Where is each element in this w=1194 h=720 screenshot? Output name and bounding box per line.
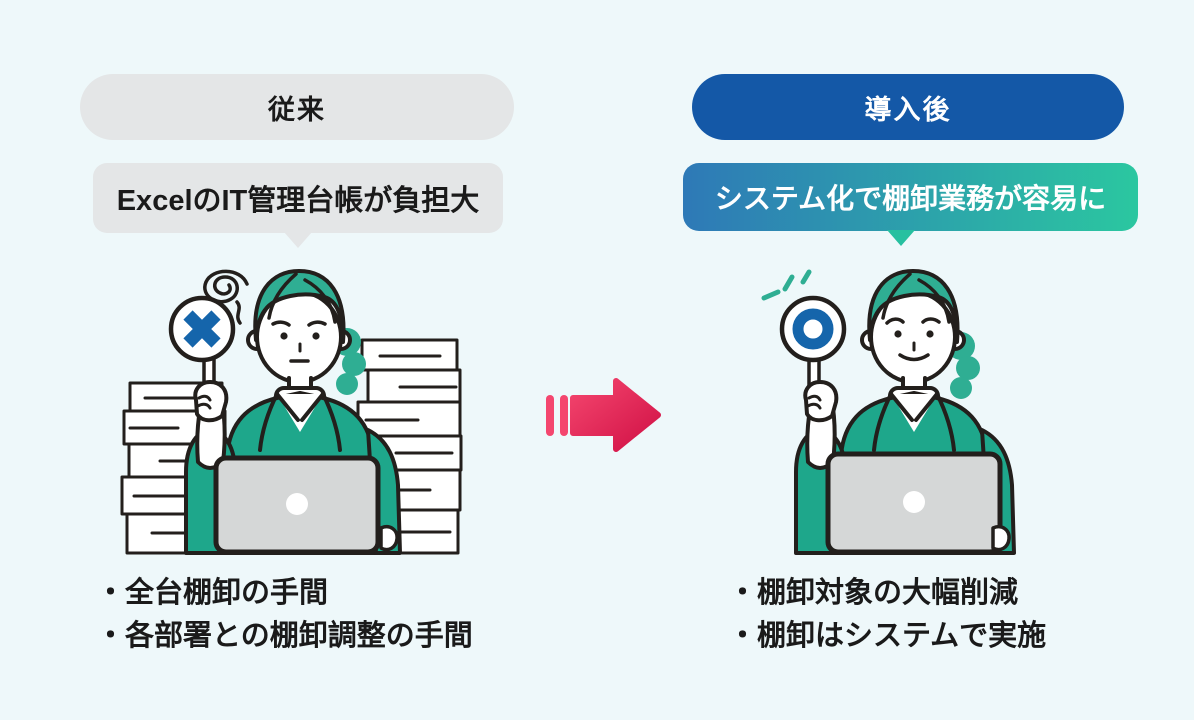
before-bullet-1: ・全台棚卸の手間	[96, 577, 329, 609]
speed-bar-1	[546, 395, 554, 436]
after-bullet-list: ・棚卸対象の大幅削減 ・棚卸はシステムで実施	[728, 572, 1046, 658]
sparkle-dashes	[761, 269, 812, 301]
after-header-pill: 導入後	[692, 74, 1124, 140]
hand-peek	[379, 525, 399, 552]
before-callout-label: ExcelのIT管理台帳が負担大	[116, 185, 480, 217]
after-bullet-2: ・棚卸はシステムで実施	[728, 619, 1047, 652]
frustration-squiggle	[203, 269, 249, 325]
before-header-pill: 従来	[80, 74, 514, 140]
before-callout-tail	[284, 232, 312, 248]
o-mark	[792, 308, 834, 350]
after-illustration	[761, 269, 1016, 555]
hand-peek	[991, 525, 1011, 552]
x-sign-paddle	[168, 295, 236, 423]
after-header-label: 導入後	[864, 94, 952, 125]
hair	[253, 269, 346, 344]
laptop	[213, 455, 381, 555]
before-bullet-2: ・各部署との棚卸調整の手間	[96, 619, 473, 652]
after-callout-tail	[887, 230, 916, 246]
arrow-shape	[570, 378, 661, 452]
after-bullet-1: ・棚卸対象の大幅削減	[728, 577, 1019, 609]
before-bullet-list: ・全台棚卸の手間 ・各部署との棚卸調整の手間	[96, 572, 473, 658]
transition-arrow	[546, 378, 661, 452]
o-sign-paddle	[779, 295, 847, 423]
after-callout-bubble: システム化で棚卸業務が容易に	[683, 163, 1138, 246]
hair	[867, 269, 960, 344]
before-callout-bubble: ExcelのIT管理台帳が負担大	[93, 163, 503, 248]
x-mark	[183, 310, 221, 348]
before-header-label: 従来	[268, 94, 326, 125]
before-illustration	[120, 269, 463, 555]
after-callout-label: システム化で棚卸業務が容易に	[714, 183, 1107, 214]
speed-bar-2	[560, 395, 568, 436]
laptop	[825, 451, 1003, 555]
